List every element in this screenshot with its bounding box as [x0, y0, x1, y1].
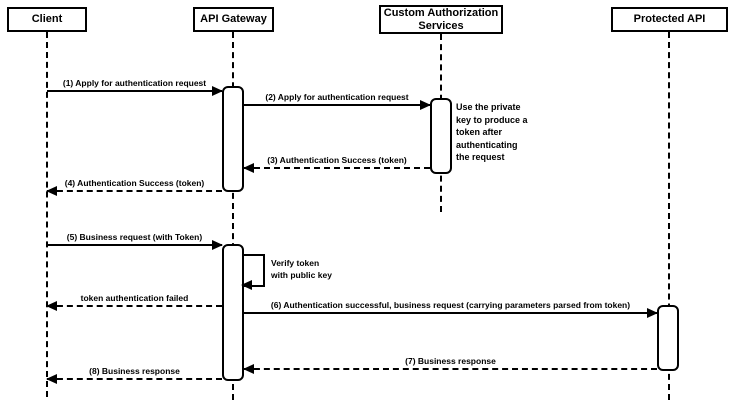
arrowhead-right-icon — [212, 240, 223, 250]
message-1: (1) Apply for authentication request — [47, 75, 223, 96]
note-private-key: Use the private key to produce a token a… — [456, 102, 528, 162]
message-5-line — [47, 240, 223, 250]
message-4-label: (4) Authentication Success (token) — [64, 178, 205, 188]
lifeline-api-gateway — [232, 32, 234, 400]
message-1-label: (1) Apply for authentication request — [62, 78, 207, 88]
self-message-verify-token-label: Verify token with public key — [271, 258, 332, 280]
message-8-label: (8) Business response — [89, 366, 180, 376]
participant-protected-api: Protected API — [611, 7, 728, 32]
arrowhead-left-icon — [46, 374, 57, 384]
arrowhead-left-icon — [46, 186, 57, 196]
message-4-line — [46, 186, 222, 196]
participant-custom-authorization-services-label: Custom Authorization Services — [383, 6, 499, 32]
message-4: (4) Authentication Success (token) — [46, 175, 222, 196]
message-2: (2) Apply for authentication request — [244, 89, 431, 110]
message-6-label: (6) Authentication successful, business … — [270, 300, 631, 310]
lifeline-protected-api — [668, 32, 670, 400]
message-7: (7) Business response — [243, 353, 657, 374]
participant-protected-api-label: Protected API — [633, 13, 706, 25]
lifeline-client — [46, 32, 48, 397]
message-token-auth-failed-line — [46, 301, 222, 311]
activation-api-gateway-business — [222, 244, 244, 381]
message-2-label: (2) Apply for authentication request — [265, 92, 409, 102]
arrowhead-right-icon — [647, 308, 658, 318]
arrowhead-left-icon — [243, 163, 254, 173]
self-message-verify-token-loop — [241, 254, 265, 290]
participant-api-gateway: API Gateway — [193, 7, 274, 32]
message-5-label: (5) Business request (with Token) — [66, 232, 203, 242]
participant-custom-authorization-services: Custom Authorization Services — [379, 5, 503, 34]
message-6: (6) Authentication successful, business … — [244, 297, 658, 318]
message-3: (3) Authentication Success (token) — [243, 152, 430, 173]
participant-api-gateway-label: API Gateway — [200, 13, 267, 25]
activation-protected-api — [657, 305, 679, 371]
message-token-auth-failed-label: token authentication failed — [80, 293, 189, 303]
message-1-line — [47, 86, 223, 96]
message-3-line — [243, 163, 430, 173]
arrowhead-left-icon — [241, 280, 252, 290]
arrowhead-left-icon — [46, 301, 57, 311]
activation-custom-authorization-services — [430, 98, 452, 174]
activation-api-gateway-auth — [222, 86, 244, 192]
arrowhead-left-icon — [243, 364, 254, 374]
arrowhead-right-icon — [420, 100, 431, 110]
message-token-auth-failed: token authentication failed — [46, 290, 222, 311]
message-2-line — [244, 100, 431, 110]
message-7-label: (7) Business response — [405, 356, 496, 366]
message-6-line — [244, 308, 658, 318]
arrowhead-right-icon — [212, 86, 223, 96]
message-3-label: (3) Authentication Success (token) — [267, 155, 407, 165]
message-8: (8) Business response — [46, 363, 222, 384]
message-8-line — [46, 374, 222, 384]
participant-client: Client — [7, 7, 87, 32]
participant-client-label: Client — [31, 13, 63, 25]
message-5: (5) Business request (with Token) — [47, 229, 223, 250]
message-7-line — [243, 364, 657, 374]
